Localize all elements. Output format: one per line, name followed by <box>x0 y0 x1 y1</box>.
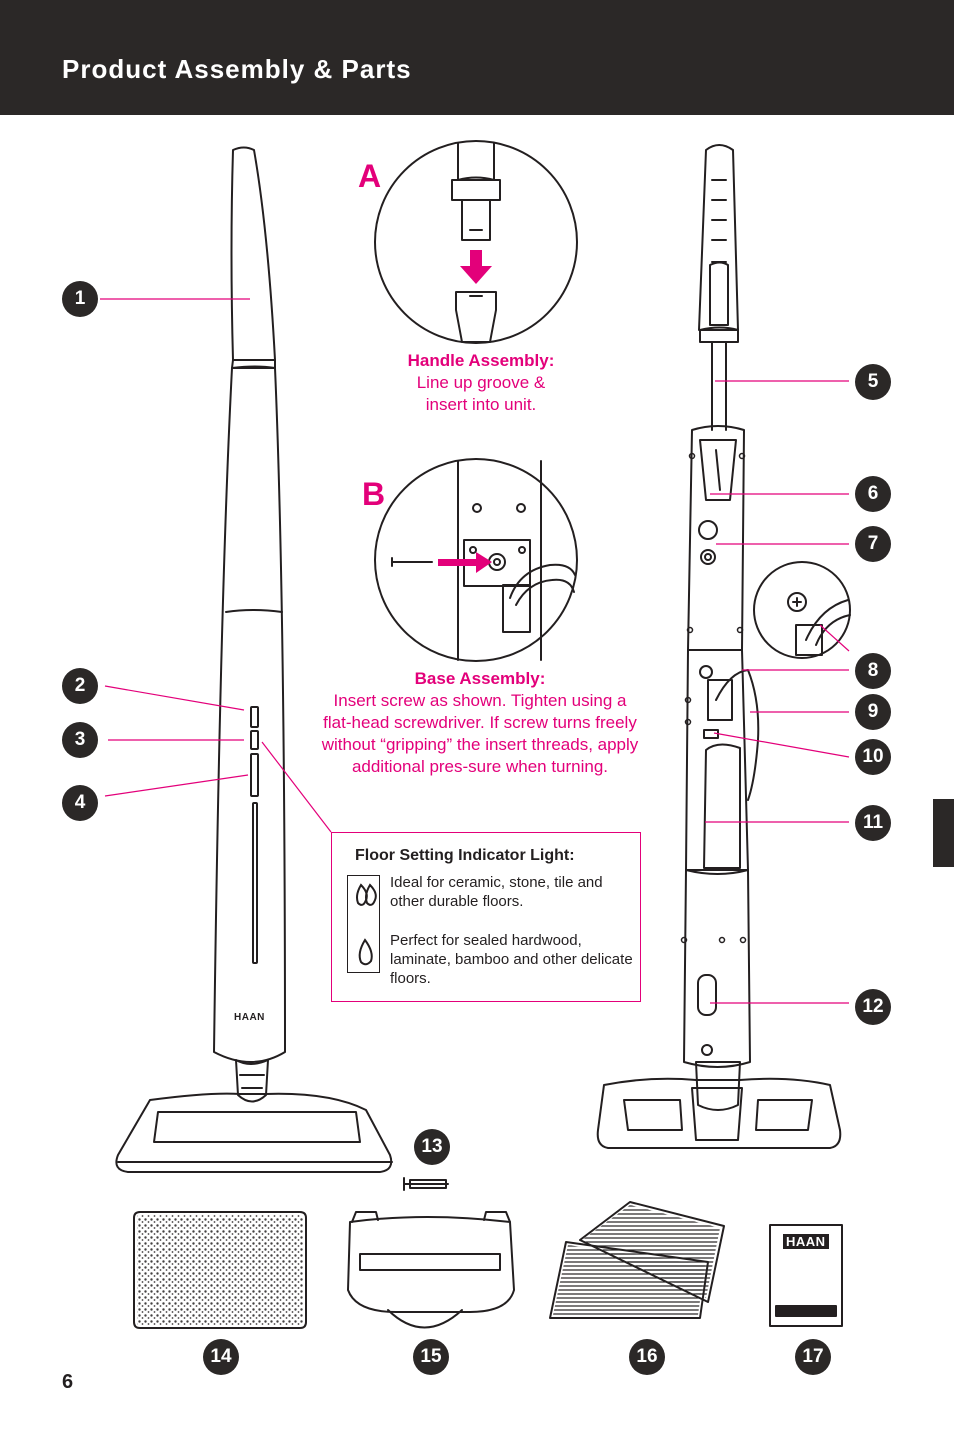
header-bar: Product Assembly & Parts <box>0 0 954 115</box>
microfiber-pad <box>133 1211 307 1329</box>
page-title: Product Assembly & Parts <box>62 54 412 84</box>
floor-setting-durable: Ideal for ceramic, stone, tile and other… <box>390 874 603 910</box>
back-view-mop <box>596 144 851 1149</box>
handle-assembly-title: Handle Assembly: <box>407 351 555 370</box>
fragrance-pack <box>769 1224 843 1327</box>
base-assembly-text: Insert screw as shown. Tighten using a f… <box>321 691 639 776</box>
front-view-mop <box>115 146 393 1173</box>
pad-frame <box>347 1211 515 1329</box>
indicator-icon-frame <box>347 875 380 973</box>
callout-2: 2 <box>62 668 98 704</box>
page-number: 6 <box>62 1371 74 1393</box>
floor-setting-delicate: Perfect for sealed hardwood, laminate, b… <box>390 932 633 987</box>
callout-13: 13 <box>414 1129 450 1165</box>
detail-b-label: B <box>362 476 386 512</box>
callout-10: 10 <box>855 739 891 775</box>
floor-setting-panel: Floor Setting Indicator Light: Ideal for… <box>331 832 641 1002</box>
leader-lines <box>100 298 850 1004</box>
double-drop-icon <box>356 883 377 906</box>
mop-brand-logo: HAAN <box>234 1012 265 1023</box>
detail-a-label: A <box>358 158 382 194</box>
callout-12: 12 <box>855 989 891 1025</box>
callout-9: 9 <box>855 694 891 730</box>
callout-1: 1 <box>62 281 98 317</box>
handle-assembly-text: Line up groove & insert into unit. <box>416 373 546 414</box>
handle-assembly-caption: Handle Assembly: Line up groove & insert… <box>396 350 566 416</box>
single-drop-icon <box>358 938 373 966</box>
callout-6: 6 <box>855 476 891 512</box>
callout-15: 15 <box>413 1339 449 1375</box>
base-assembly-detail <box>374 458 578 662</box>
callout-4: 4 <box>62 785 98 821</box>
callout-17: 17 <box>795 1339 831 1375</box>
insert-arrow-icon <box>460 250 492 284</box>
callout-7: 7 <box>855 526 891 562</box>
callout-11: 11 <box>855 805 891 841</box>
pack-brand-logo: HAAN <box>783 1234 829 1249</box>
section-tab <box>933 799 954 867</box>
callout-5: 5 <box>855 364 891 400</box>
screw-part <box>403 1177 449 1191</box>
callout-8: 8 <box>855 653 891 689</box>
floor-setting-title: Floor Setting Indicator Light: <box>355 847 575 864</box>
base-assembly-caption: Base Assembly: Insert screw as shown. Ti… <box>320 668 640 778</box>
callout-16: 16 <box>629 1339 665 1375</box>
handle-assembly-detail <box>374 140 578 344</box>
screw-arrow-icon <box>438 552 492 573</box>
base-assembly-title: Base Assembly: <box>414 669 546 688</box>
callout-3: 3 <box>62 722 98 758</box>
callout-14: 14 <box>203 1339 239 1375</box>
